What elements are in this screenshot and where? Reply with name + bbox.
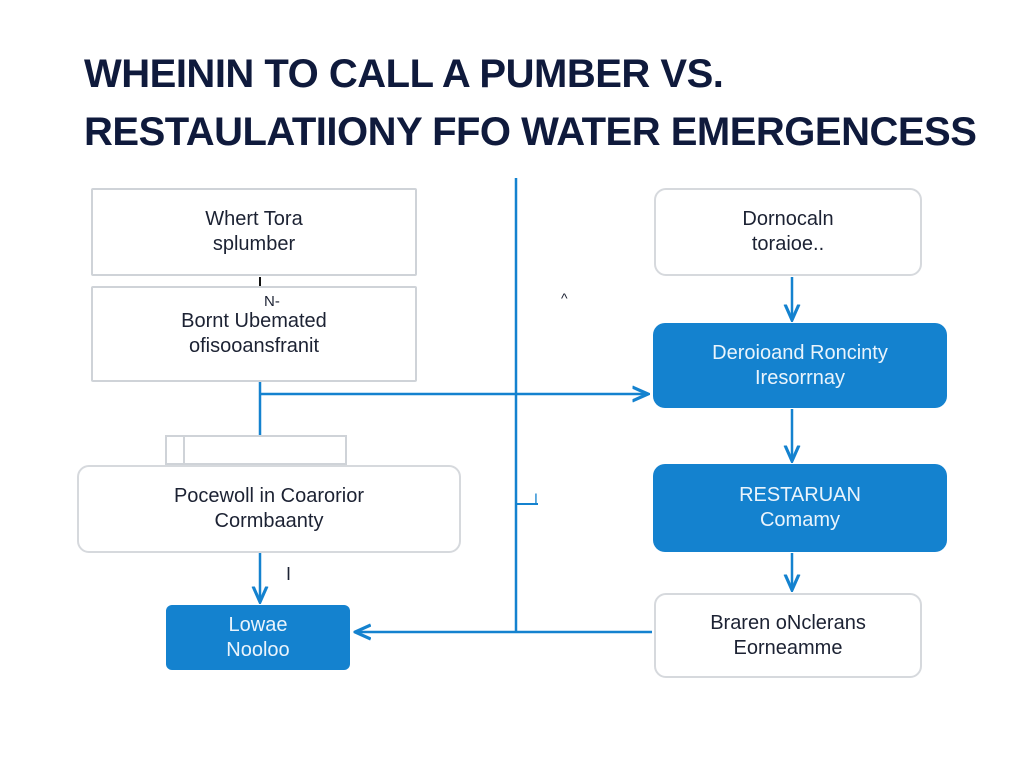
right-node-1-line-2: toraioe..	[751, 233, 825, 255]
left-node-3-line-2: Cormbaanty	[214, 510, 324, 532]
left-node-4-line-2: Nooloo	[226, 638, 290, 661]
diagram-title-line-2: RESTAULATIIONY FFO WATER EMERGENCESS	[84, 110, 977, 154]
left-node-3-line-1: Pocewoll in Coarorior	[173, 485, 365, 507]
spine-stray-mark: I	[534, 490, 538, 506]
left-node-3: Pocewoll in Coarorior Cormbaanty	[77, 465, 461, 553]
mid-caret-mark: ^	[561, 290, 568, 306]
left-node-1-line-1: Whert Tora	[205, 208, 303, 230]
right-node-4-line-2: Eorneamme	[733, 636, 843, 659]
right-node-2-line-1: Deroioand Roncinty	[712, 341, 888, 364]
right-node-3: RESTARUAN Comamy	[653, 464, 947, 552]
right-node-1-line-1: Dornocaln	[742, 208, 834, 230]
left-node-2: Bornt Ubemated ofisooansfranit	[91, 286, 417, 382]
right-node-1: Dornocaln toraioe..	[654, 188, 922, 276]
right-node-2: Deroioand Roncinty Iresorrnay	[653, 323, 947, 408]
right-node-4: Braren oNclerans Eorneamme	[654, 593, 922, 678]
left-stray-mark: I	[286, 564, 292, 584]
right-node-3-line-2: Comamy	[759, 509, 840, 531]
left-node-1-line-2: splumber	[212, 233, 296, 255]
diagram-title-line-1: WHEININ TO CALL A PUMBER VS.	[84, 52, 724, 96]
left-node-1: Whert Tora splumber	[91, 188, 417, 276]
background-tab-shape	[165, 435, 347, 465]
arrow-label: N-	[264, 293, 280, 310]
left-node-4-line-1: Lowae	[228, 613, 288, 636]
right-node-4-line-1: Braren oNclerans	[710, 611, 866, 634]
right-node-2-line-2: Iresorrnay	[754, 366, 846, 389]
left-node-4: Lowae Nooloo	[166, 605, 350, 670]
left-node-2-line-1: Bornt Ubemated	[181, 310, 327, 332]
right-node-3-line-1: RESTARUAN	[739, 484, 861, 506]
left-node-2-line-2: ofisooansfranit	[188, 335, 320, 357]
